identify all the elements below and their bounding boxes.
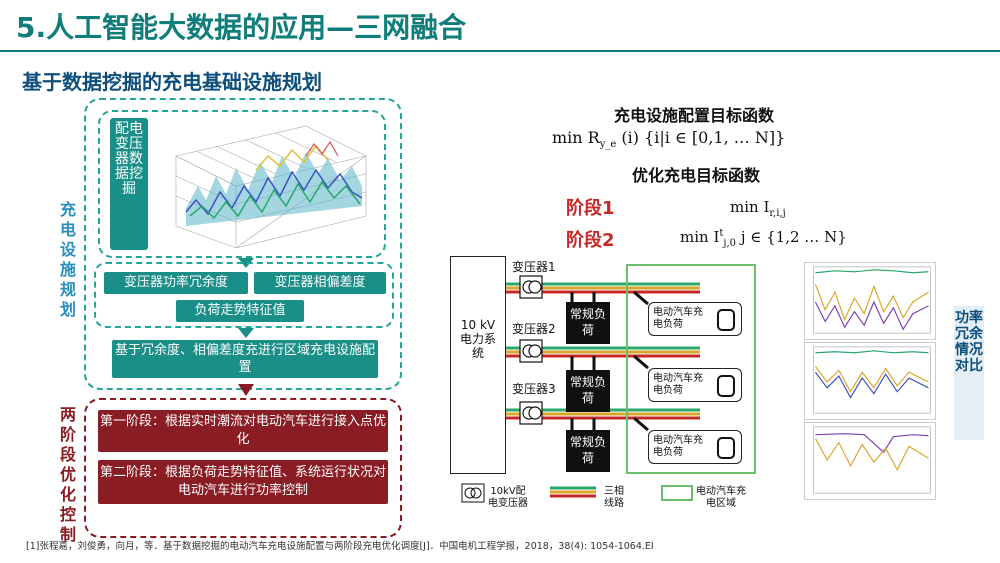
ev-charging-area bbox=[626, 264, 756, 474]
legend-area-label: 电动汽车充电区域 bbox=[696, 486, 746, 509]
power-system-box bbox=[450, 256, 506, 474]
stage1-formula: min Ir,i,j bbox=[730, 198, 786, 219]
power-system-label: 10 kV 电力系统 bbox=[459, 318, 496, 360]
car-icon bbox=[717, 309, 735, 331]
transformer-data-3d-surface-plot bbox=[175, 125, 367, 249]
deviation-box: 变压器相偏差度 bbox=[254, 272, 386, 294]
stage2-formula: min Itj,0 j ∈ {1,2 … N} bbox=[680, 228, 847, 249]
regular-load-3: 常规负荷 bbox=[566, 430, 610, 472]
ev-load-1: 电动汽车充电负荷 bbox=[648, 302, 742, 336]
objective-formula: min Ry_e (i) {i|i ∈ [0,1, … N]} bbox=[552, 128, 786, 151]
stage1-label: 阶段1 bbox=[566, 198, 615, 219]
title-divider bbox=[0, 50, 1000, 52]
stage2-box: 第二阶段：根据负荷走势特征值、系统运行状况对电动汽车进行功率控制 bbox=[98, 460, 388, 504]
ev-load-2: 电动汽车充电负荷 bbox=[648, 368, 742, 402]
transformer-1-label: 变压器1 bbox=[512, 260, 556, 274]
page-subtitle: 基于数据挖掘的充电基础设施规划 bbox=[22, 70, 322, 94]
indicator-frame bbox=[94, 262, 394, 328]
transformer-3-label: 变压器3 bbox=[512, 382, 556, 396]
ev-load-3: 电动汽车充电负荷 bbox=[648, 430, 742, 464]
redundancy-comparison-chart-2 bbox=[804, 342, 936, 420]
data-mining-label: 配电变压器数据挖掘 bbox=[110, 118, 148, 250]
transformer-2-label: 变压器2 bbox=[512, 322, 556, 336]
page-title: 5.人工智能大数据的应用—三网融合 bbox=[16, 11, 467, 44]
flow-arrow-3 bbox=[238, 384, 254, 396]
legend-transformer-label: 10kV配电变压器 bbox=[488, 486, 528, 509]
car-icon bbox=[717, 437, 735, 459]
regular-load-2: 常规负荷 bbox=[566, 370, 610, 412]
car-icon bbox=[717, 375, 735, 397]
optimization-section-frame bbox=[84, 398, 402, 538]
facility-config-box: 基于冗余度、相偏差度充进行区域充电设施配置 bbox=[112, 340, 378, 378]
planning-vertical-label: 充电设施规划 bbox=[59, 200, 76, 319]
load-trend-box: 负荷走势特征值 bbox=[176, 300, 304, 322]
redundancy-comparison-chart-3 bbox=[804, 422, 936, 500]
stage2-label: 阶段2 bbox=[566, 230, 615, 251]
legend-lines-label: 三相线路 bbox=[604, 486, 624, 509]
objective-heading: 充电设施配置目标函数 bbox=[614, 106, 775, 125]
data-mining-frame bbox=[98, 110, 386, 258]
flow-arrow-2 bbox=[238, 328, 254, 338]
comparison-side-label: 功率冗余情况对比 bbox=[954, 306, 984, 440]
stage1-box: 第一阶段：根据实时潮流对电动汽车进行接入点优化 bbox=[98, 410, 388, 452]
optimization-vertical-label: 两阶段优化控制 bbox=[59, 405, 76, 544]
optimization-heading: 优化充电目标函数 bbox=[632, 166, 761, 185]
redundancy-box: 变压器功率冗余度 bbox=[104, 272, 248, 294]
regular-load-1: 常规负荷 bbox=[566, 302, 610, 344]
reference-footnote: [1]张程嘉，刘俊勇，向月，等．基于数据挖掘的电动汽车充电设施配置与两阶段充电优… bbox=[26, 541, 654, 552]
redundancy-comparison-chart-1 bbox=[804, 262, 936, 340]
